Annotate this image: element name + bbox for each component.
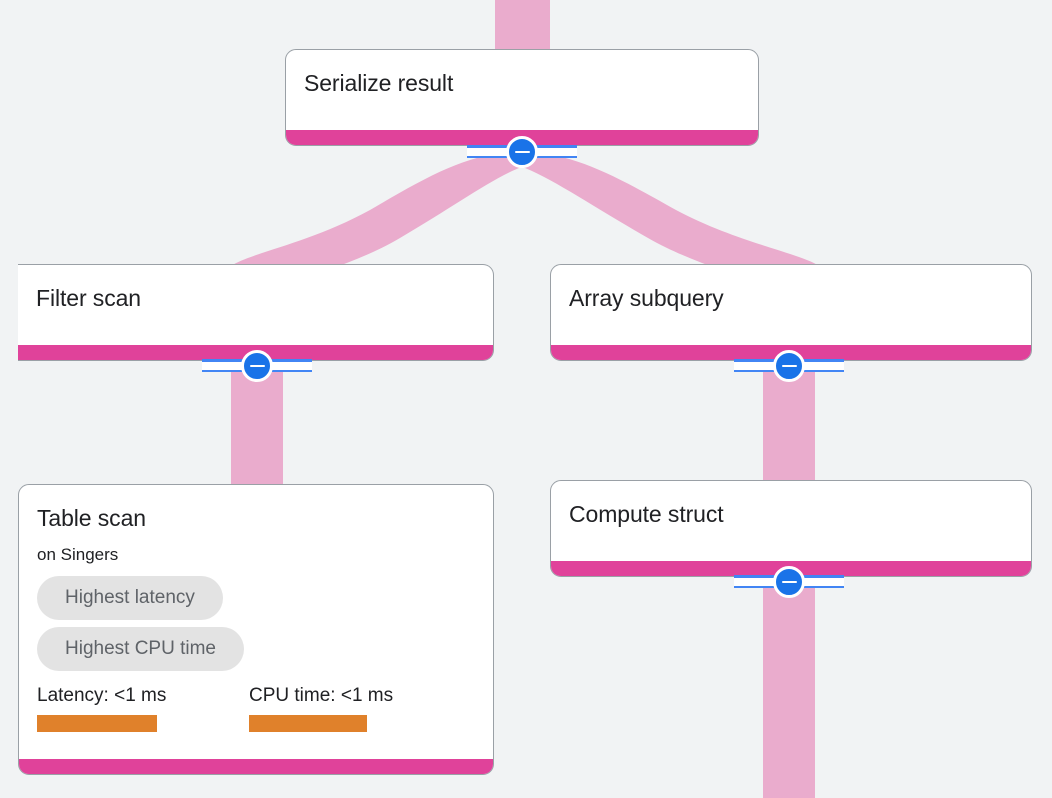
minus-glyph bbox=[781, 364, 797, 368]
node-title: Array subquery bbox=[569, 285, 724, 311]
node-filter-scan[interactable]: Filter scan bbox=[18, 264, 494, 361]
node-compute-struct[interactable]: Compute struct bbox=[550, 480, 1032, 577]
chip-highest-latency[interactable]: Highest latency bbox=[37, 576, 223, 620]
metric-latency-bar-track bbox=[37, 715, 237, 732]
node-chip-list: Highest latency Highest CPU time bbox=[37, 576, 475, 678]
metric-cpu-time-bar-track bbox=[249, 715, 449, 732]
node-metrics: Latency: <1 ms CPU time: <1 ms bbox=[37, 684, 475, 732]
chip-highest-cpu-time[interactable]: Highest CPU time bbox=[37, 627, 244, 671]
node-body: Compute struct bbox=[551, 481, 1031, 561]
node-body: Filter scan bbox=[18, 265, 493, 345]
metric-cpu-time: CPU time: <1 ms bbox=[249, 684, 461, 732]
metric-latency: Latency: <1 ms bbox=[37, 684, 249, 732]
minus-glyph bbox=[781, 580, 797, 584]
toggle-filter-scan[interactable] bbox=[202, 348, 312, 384]
node-title: Filter scan bbox=[36, 285, 141, 311]
node-body: Serialize result bbox=[286, 50, 758, 130]
metric-latency-bar bbox=[37, 715, 157, 732]
node-title: Table scan bbox=[37, 505, 146, 531]
minus-glyph bbox=[249, 364, 265, 368]
metric-cpu-time-label: CPU time: <1 ms bbox=[249, 685, 394, 706]
minus-circle-icon[interactable] bbox=[506, 136, 538, 168]
edge-filter-scan-to-table-scan bbox=[231, 366, 283, 488]
node-table-scan[interactable]: Table scan on Singers Highest latency Hi… bbox=[18, 484, 494, 775]
minus-glyph bbox=[514, 150, 530, 154]
minus-circle-icon[interactable] bbox=[241, 350, 273, 382]
minus-circle-icon[interactable] bbox=[773, 350, 805, 382]
minus-circle-icon[interactable] bbox=[773, 566, 805, 598]
toggle-serialize-result[interactable] bbox=[467, 134, 577, 170]
metric-latency-label: Latency: <1 ms bbox=[37, 685, 167, 706]
node-title: Serialize result bbox=[304, 70, 454, 96]
node-title: Compute struct bbox=[569, 501, 724, 527]
node-body: Table scan on Singers Highest latency Hi… bbox=[19, 485, 493, 759]
edge-into-serialize-result bbox=[495, 0, 550, 52]
node-footer-accent bbox=[19, 759, 493, 774]
node-body: Array subquery bbox=[551, 265, 1031, 345]
toggle-compute-struct[interactable] bbox=[734, 564, 844, 600]
metric-cpu-time-bar bbox=[249, 715, 367, 732]
edge-array-subquery-to-compute-struct bbox=[763, 366, 815, 488]
node-subtitle: on Singers bbox=[37, 545, 119, 564]
node-array-subquery[interactable]: Array subquery bbox=[550, 264, 1032, 361]
edge-compute-struct-down bbox=[763, 582, 815, 798]
node-serialize-result[interactable]: Serialize result bbox=[285, 49, 759, 146]
toggle-array-subquery[interactable] bbox=[734, 348, 844, 384]
